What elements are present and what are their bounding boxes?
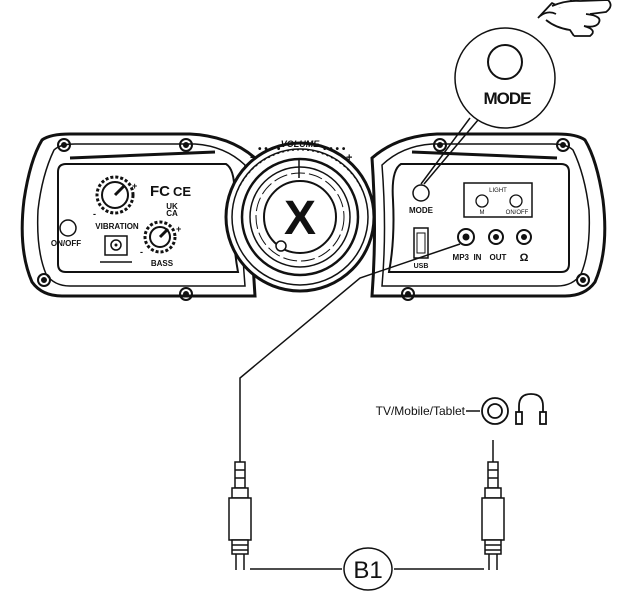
ca-mark: CA — [166, 209, 178, 218]
screw — [433, 138, 447, 152]
bass-knob[interactable] — [143, 220, 177, 254]
out-jack[interactable] — [488, 229, 504, 245]
bass-plus-mark: + — [176, 224, 181, 234]
source-device: TV/Mobile/Tablet — [376, 393, 547, 425]
screw — [401, 287, 415, 301]
volume-plus-mark: + — [346, 152, 352, 164]
vibration-minus-mark: - — [93, 209, 96, 219]
light-control-box — [463, 182, 533, 218]
vibration-label: VIBRATION — [95, 222, 139, 231]
mode-callout: MODE — [420, 27, 556, 185]
ce-mark: CE — [173, 184, 191, 199]
volume-label: VOLUME — [281, 139, 320, 149]
light-onoff-label: ON/OFF — [506, 210, 529, 216]
vibration-plus-mark: + — [132, 181, 137, 191]
mode-button-label: MODE — [409, 206, 434, 215]
power-button[interactable] — [59, 219, 77, 237]
cable-label: B1 — [353, 557, 382, 584]
right-audio-plug — [481, 461, 505, 570]
light-m-label: M — [480, 210, 485, 216]
headphones-icon — [515, 393, 547, 425]
left-panel-frame — [57, 163, 240, 273]
center-speaker: X - • • • • VOLUME • • • • + — [224, 139, 376, 293]
volume-dots-left: • • • • — [258, 144, 281, 155]
right-panel-top-slot — [411, 150, 558, 160]
right-wing: MODE LIGHT M ON/OFF USB MP3 IN OUT Ω — [370, 132, 607, 301]
callout-mode-button — [487, 44, 523, 80]
mp3-in-label: MP3 IN — [453, 253, 482, 262]
screw — [179, 138, 193, 152]
headphone-jack[interactable] — [516, 229, 532, 245]
screw — [556, 138, 570, 152]
callout-mode-label: MODE — [484, 89, 532, 108]
left-audio-plug — [228, 461, 252, 570]
pointing-hand-icon — [537, 0, 612, 37]
right-wing-screws — [401, 138, 590, 301]
right-wing-inner-shell — [381, 143, 591, 287]
left-panel-top-slot — [69, 150, 216, 160]
screw — [37, 273, 51, 287]
cable-label-badge — [343, 547, 393, 591]
left-wing-outer-shell — [20, 132, 257, 298]
left-wing-inner-shell — [36, 143, 246, 287]
usb-label: USB — [414, 263, 429, 270]
audio-jack-icon — [481, 397, 509, 425]
screw — [179, 287, 193, 301]
fc-mark: FC — [150, 183, 170, 200]
headphone-symbol: Ω — [520, 252, 529, 264]
mode-button[interactable] — [412, 184, 430, 202]
light-m-button[interactable] — [475, 194, 489, 208]
out-label: OUT — [490, 253, 507, 262]
mp3-in-jack[interactable] — [457, 228, 475, 246]
vibration-knob[interactable] — [95, 175, 135, 215]
uk-mark: UK — [166, 202, 178, 211]
speaker-mid-ring — [240, 157, 360, 277]
screw — [576, 273, 590, 287]
light-label: LIGHT — [489, 188, 507, 194]
callout-pointer — [420, 117, 479, 185]
speaker-logo: X — [284, 192, 316, 245]
cable-to-mp3-in — [239, 243, 461, 462]
light-onoff-button[interactable] — [509, 194, 523, 208]
left-wing-screws — [37, 138, 193, 301]
bass-minus-mark: - — [140, 247, 143, 257]
right-panel-frame — [387, 163, 570, 273]
left-wing: ON/OFF - + VIBRATION FC CE UK CA - + BAS… — [20, 132, 257, 301]
volume-minus-mark: - — [250, 151, 254, 163]
bass-label: BASS — [151, 259, 174, 268]
right-wing-outer-shell — [370, 132, 607, 298]
audio-cable: B1 — [228, 243, 505, 591]
on-off-label: ON/OFF — [51, 239, 81, 248]
volume-dots-right: • • • • — [323, 144, 346, 155]
screw — [57, 138, 71, 152]
source-label: TV/Mobile/Tablet — [376, 404, 466, 418]
speaker-cone — [263, 180, 337, 254]
